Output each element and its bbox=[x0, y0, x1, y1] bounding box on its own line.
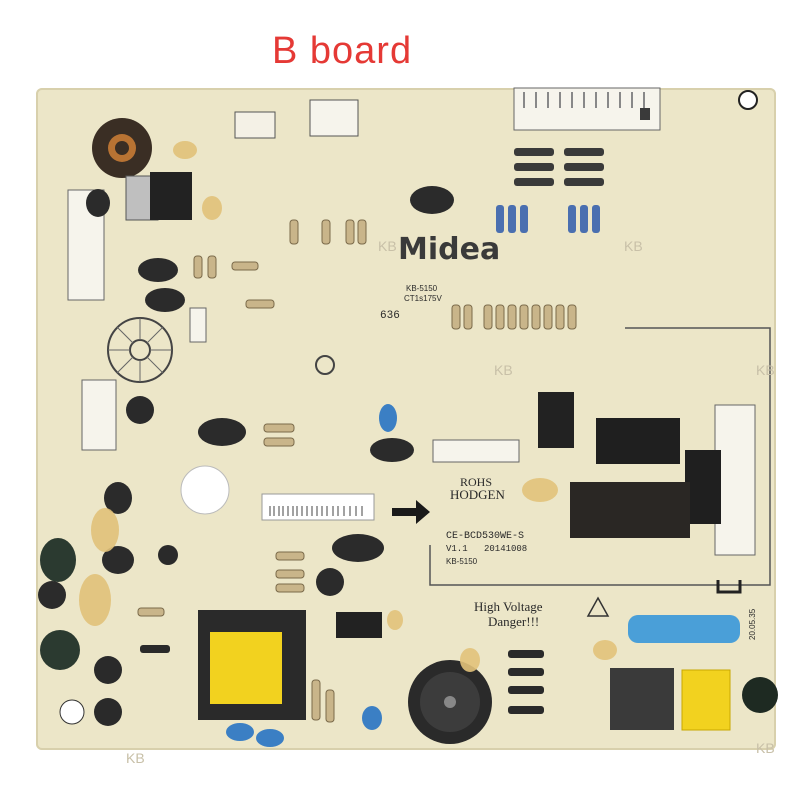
blue-capacitor-1 bbox=[379, 404, 397, 432]
arrow-marker bbox=[392, 500, 430, 524]
heatsink-clip bbox=[150, 172, 192, 220]
watermark-3: KB bbox=[494, 362, 513, 378]
model-code-bottom: KB-5150 bbox=[446, 557, 478, 566]
diodes bbox=[140, 645, 544, 714]
blue-capacitor-3 bbox=[226, 723, 254, 741]
blue-capacitor-4 bbox=[256, 729, 284, 747]
blue-capacitor-2 bbox=[362, 706, 382, 730]
warning-text-line1: High Voltage bbox=[474, 599, 543, 614]
batch-code: 636 bbox=[380, 310, 400, 322]
rohs-mark: ROHS bbox=[460, 475, 493, 489]
side-code: 20.05.35 bbox=[748, 608, 757, 640]
jumper-symbol bbox=[716, 580, 742, 594]
connector-small-left bbox=[189, 307, 207, 343]
watermark-2: KB bbox=[624, 238, 643, 254]
relay-side bbox=[685, 450, 721, 524]
ic-chip-dip bbox=[538, 392, 574, 448]
common-mode-choke bbox=[610, 668, 674, 730]
transistor-footprint bbox=[59, 699, 85, 725]
mounting-hole-center bbox=[180, 465, 230, 515]
maker-name: HODGEN bbox=[450, 487, 505, 502]
watermark-5: KB bbox=[126, 750, 145, 766]
barcode-lines bbox=[269, 506, 363, 516]
electrolytic-capacitors bbox=[38, 186, 454, 670]
connector-center bbox=[432, 439, 520, 463]
transistor-3 bbox=[94, 656, 122, 684]
watermark-4: KB bbox=[756, 362, 775, 378]
midea-logo: Midea bbox=[398, 232, 501, 267]
varistor bbox=[742, 677, 778, 713]
hv-zone-outline bbox=[625, 327, 771, 586]
board-id: CE-BCD530WE-S bbox=[446, 531, 525, 542]
safety-capacitor bbox=[681, 669, 731, 731]
warning-text-line2: Danger!!! bbox=[488, 614, 540, 629]
model-code-top: KB-5150 bbox=[406, 284, 438, 293]
connector-top-mid bbox=[309, 99, 359, 137]
x2-capacitor bbox=[628, 615, 740, 643]
watermark-6: KB bbox=[756, 740, 775, 756]
transformer-winding bbox=[210, 632, 282, 704]
relay-upper bbox=[596, 418, 680, 464]
glue-blobs bbox=[79, 141, 617, 672]
transistor-1 bbox=[126, 396, 154, 424]
board-version: V1.1 bbox=[446, 544, 468, 554]
resistor-array-blue bbox=[496, 205, 600, 233]
connector-left-lower bbox=[81, 379, 117, 451]
connector-top-small bbox=[234, 111, 276, 139]
ct-rating: CT1s175V bbox=[404, 294, 442, 303]
watermark-1: KB bbox=[378, 238, 397, 254]
transistor-2 bbox=[158, 545, 178, 565]
transistor-4 bbox=[94, 698, 122, 726]
mounting-screw-mark bbox=[315, 355, 335, 375]
relay-main bbox=[570, 482, 690, 538]
ic-chip-smd bbox=[336, 612, 382, 638]
resistor-array-beige bbox=[137, 219, 577, 723]
board-caption: B board bbox=[272, 30, 413, 72]
warning-triangle-icon bbox=[586, 596, 610, 617]
mounting-hole-top-right bbox=[738, 90, 758, 110]
board-date: 20141008 bbox=[484, 544, 528, 554]
barcode-sticker bbox=[261, 493, 375, 521]
connector-top-wide bbox=[513, 87, 661, 131]
resistor-array-top bbox=[514, 148, 604, 186]
